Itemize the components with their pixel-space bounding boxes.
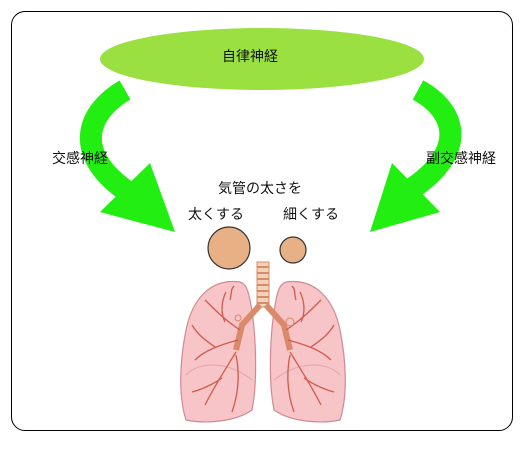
- autonomic-nerves-label: 自律神経: [222, 49, 278, 65]
- narrow-label: 細くする: [283, 207, 339, 223]
- sympathetic-arrow: [79, 80, 175, 232]
- large-circle: [207, 226, 251, 270]
- parasympathetic-arrow: [370, 80, 462, 232]
- autonomic-ellipse: [100, 28, 424, 90]
- parasympathetic-nerve-label: 副交感神経: [426, 151, 496, 167]
- small-circle: [279, 236, 307, 264]
- airway-diameter-label: 気管の太さを: [218, 181, 302, 197]
- sympathetic-nerve-label: 交感神経: [52, 151, 108, 167]
- diagram-frame: [11, 11, 513, 431]
- widen-label: 太くする: [188, 207, 244, 223]
- lungs-illustration: [180, 261, 346, 423]
